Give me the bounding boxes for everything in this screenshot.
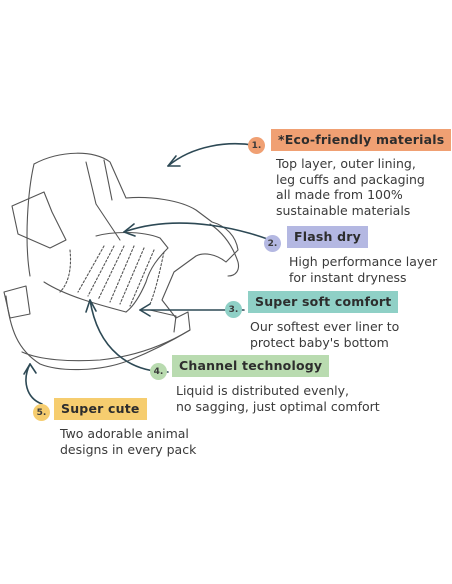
- feature-1-number: 1.: [248, 137, 265, 154]
- channel-stripes: [59, 245, 165, 307]
- feature-4-description: Liquid is distributed evenly, no sagging…: [176, 383, 380, 414]
- arrow-2: [123, 222, 281, 245]
- feature-3-title: Super soft comfort: [248, 291, 399, 313]
- arrow-1: [167, 143, 259, 167]
- feature-1-title: *Eco-friendly materials: [271, 129, 452, 151]
- feature-3-description: Our softest ever liner to protect baby's…: [250, 319, 400, 350]
- feature-3-number: 3.: [225, 301, 242, 318]
- feature-2-description: High performance layer for instant dryne…: [289, 254, 438, 285]
- feature-5-number: 5.: [33, 404, 50, 421]
- feature-5-description: Two adorable animal designs in every pac…: [60, 426, 197, 457]
- feature-1-description: Top layer, outer lining, leg cuffs and p…: [276, 156, 425, 218]
- feature-4-title: Channel technology: [172, 355, 330, 377]
- feature-5-title: Super cute: [54, 398, 147, 420]
- feature-4-number: 4.: [150, 363, 167, 380]
- feature-2-title: Flash dry: [287, 226, 369, 248]
- feature-2-number: 2.: [264, 235, 281, 252]
